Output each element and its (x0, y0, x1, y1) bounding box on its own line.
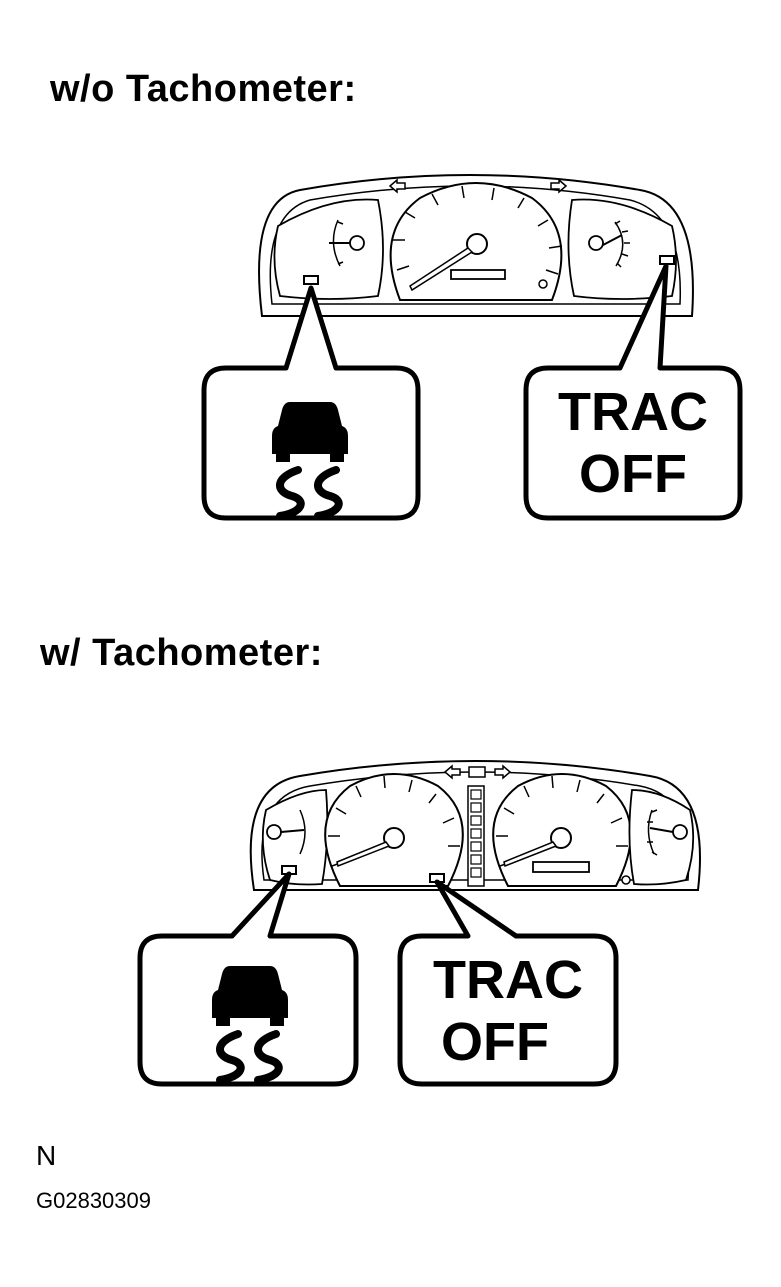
figure-code: G02830309 (36, 1188, 151, 1213)
footer-letter: N (36, 1140, 57, 1171)
cluster-with-tachometer (249, 760, 701, 891)
trac-off-label-line2: OFF (579, 444, 687, 504)
slip-indicator-callout-top (201, 285, 421, 521)
section-heading-without-tachometer: w/o Tachometer: (50, 68, 357, 110)
trac-off-label-line1: TRAC (433, 950, 583, 1010)
section-heading-with-tachometer: w/ Tachometer: (40, 632, 323, 674)
trac-off-callout-top: TRAC OFF (523, 263, 743, 521)
trac-off-label-line1: TRAC (558, 382, 708, 442)
slip-indicator-callout-bottom (137, 871, 359, 1087)
cluster-without-tachometer (258, 174, 694, 317)
trac-off-callout-bottom: TRAC OFF (397, 879, 619, 1087)
trac-off-label-line2: OFF (441, 1012, 549, 1072)
